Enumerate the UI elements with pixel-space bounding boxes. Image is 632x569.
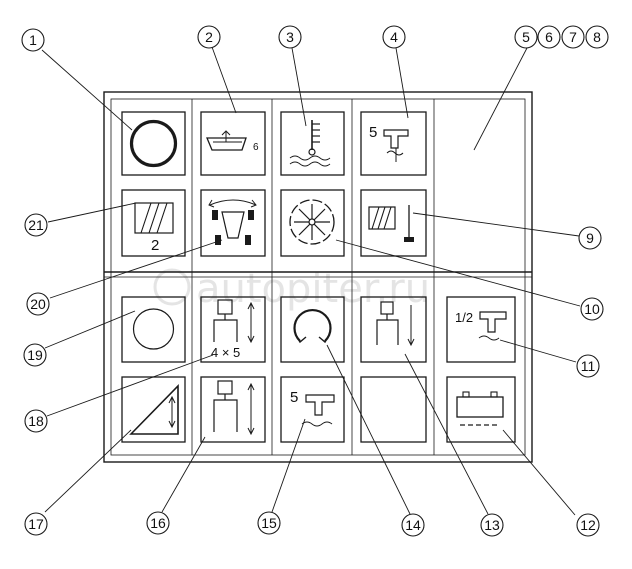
tile-1-circle-indicator — [121, 111, 186, 176]
svg-text:21: 21 — [28, 217, 44, 233]
callout-21: 21 — [24, 213, 48, 237]
leader-lines — [41, 46, 581, 516]
svg-text:6: 6 — [545, 29, 553, 45]
svg-text:12: 12 — [580, 517, 596, 533]
svg-text:3: 3 — [286, 29, 294, 45]
tile-21-pto-shaft: 2 — [121, 189, 186, 257]
callout-4: 4 — [382, 25, 406, 49]
tile-16-hitch-raise-lower — [200, 376, 266, 443]
tile-15-pto-speed: 5 — [280, 376, 345, 443]
callout-17: 17 — [24, 512, 48, 536]
svg-text:13: 13 — [484, 517, 500, 533]
callout-15: 15 — [257, 511, 281, 535]
panel-frame — [103, 91, 533, 463]
callout-20: 20 — [26, 292, 50, 316]
tile-13-hitch-lower — [360, 296, 427, 363]
callout-1: 1 — [21, 28, 45, 52]
tile-3-coolant-temperature — [280, 111, 345, 176]
callout-5: 5 — [514, 25, 538, 49]
watermark: autopiter.ru — [153, 266, 430, 312]
tile-18-hitch-position: 4 × 5 — [200, 296, 266, 363]
svg-text:15: 15 — [261, 515, 277, 531]
callout-10: 10 — [580, 297, 604, 321]
tile-12-battery — [446, 376, 516, 443]
svg-text:7: 7 — [569, 29, 577, 45]
callout-11: 11 — [576, 354, 600, 378]
pto-shaft-number: 2 — [151, 237, 159, 254]
svg-text:18: 18 — [28, 413, 44, 429]
hitch-multiplier: 4 × 5 — [211, 345, 240, 360]
callout-7: 7 — [561, 25, 585, 49]
callout-9: 9 — [578, 226, 602, 250]
tile-14-open-circle-arrow — [280, 296, 345, 363]
svg-text:19: 19 — [27, 347, 43, 363]
callout-14: 14 — [401, 513, 425, 537]
tile-10-fan-blower — [280, 189, 345, 257]
oil-drop-digit: 6 — [253, 142, 259, 153]
svg-text:4: 4 — [390, 29, 398, 45]
svg-text:5: 5 — [522, 29, 530, 45]
callout-16: 16 — [146, 511, 170, 535]
svg-text:17: 17 — [28, 516, 44, 532]
callout-13: 13 — [480, 513, 504, 537]
callout-8: 8 — [585, 25, 609, 49]
svg-text:20: 20 — [30, 296, 46, 312]
svg-text:9: 9 — [586, 230, 594, 246]
callout-2: 2 — [197, 25, 221, 49]
tile-20-steering-mode — [200, 189, 266, 257]
callout-12: 12 — [576, 513, 600, 537]
tile-2-oil-level: 6 — [200, 111, 266, 176]
svg-text:11: 11 — [581, 358, 596, 374]
tile-11-pto-speed-half: 1/2 — [446, 296, 516, 363]
tile-17-slope-indicator — [121, 376, 186, 443]
svg-text:14: 14 — [405, 517, 421, 533]
tile-4-fuel-filter: 5 — [360, 111, 427, 176]
tile-9-pto-engaged — [360, 189, 427, 257]
tile-empty-slot — [360, 376, 427, 443]
callout-3: 3 — [278, 25, 302, 49]
svg-text:1: 1 — [29, 32, 37, 48]
fuel-filter-number: 5 — [369, 124, 377, 141]
watermark-text: autopiter.ru — [196, 266, 430, 312]
callout-18: 18 — [24, 409, 48, 433]
callout-19: 19 — [23, 343, 47, 367]
pto-speed-fraction: 1/2 — [455, 310, 473, 325]
callout-6: 6 — [537, 25, 561, 49]
svg-text:2: 2 — [205, 29, 213, 45]
pto-speed-number: 5 — [290, 389, 298, 406]
svg-text:10: 10 — [584, 301, 600, 317]
svg-text:8: 8 — [593, 29, 601, 45]
svg-text:16: 16 — [150, 515, 166, 531]
tile-19-circle-outline — [121, 296, 186, 363]
